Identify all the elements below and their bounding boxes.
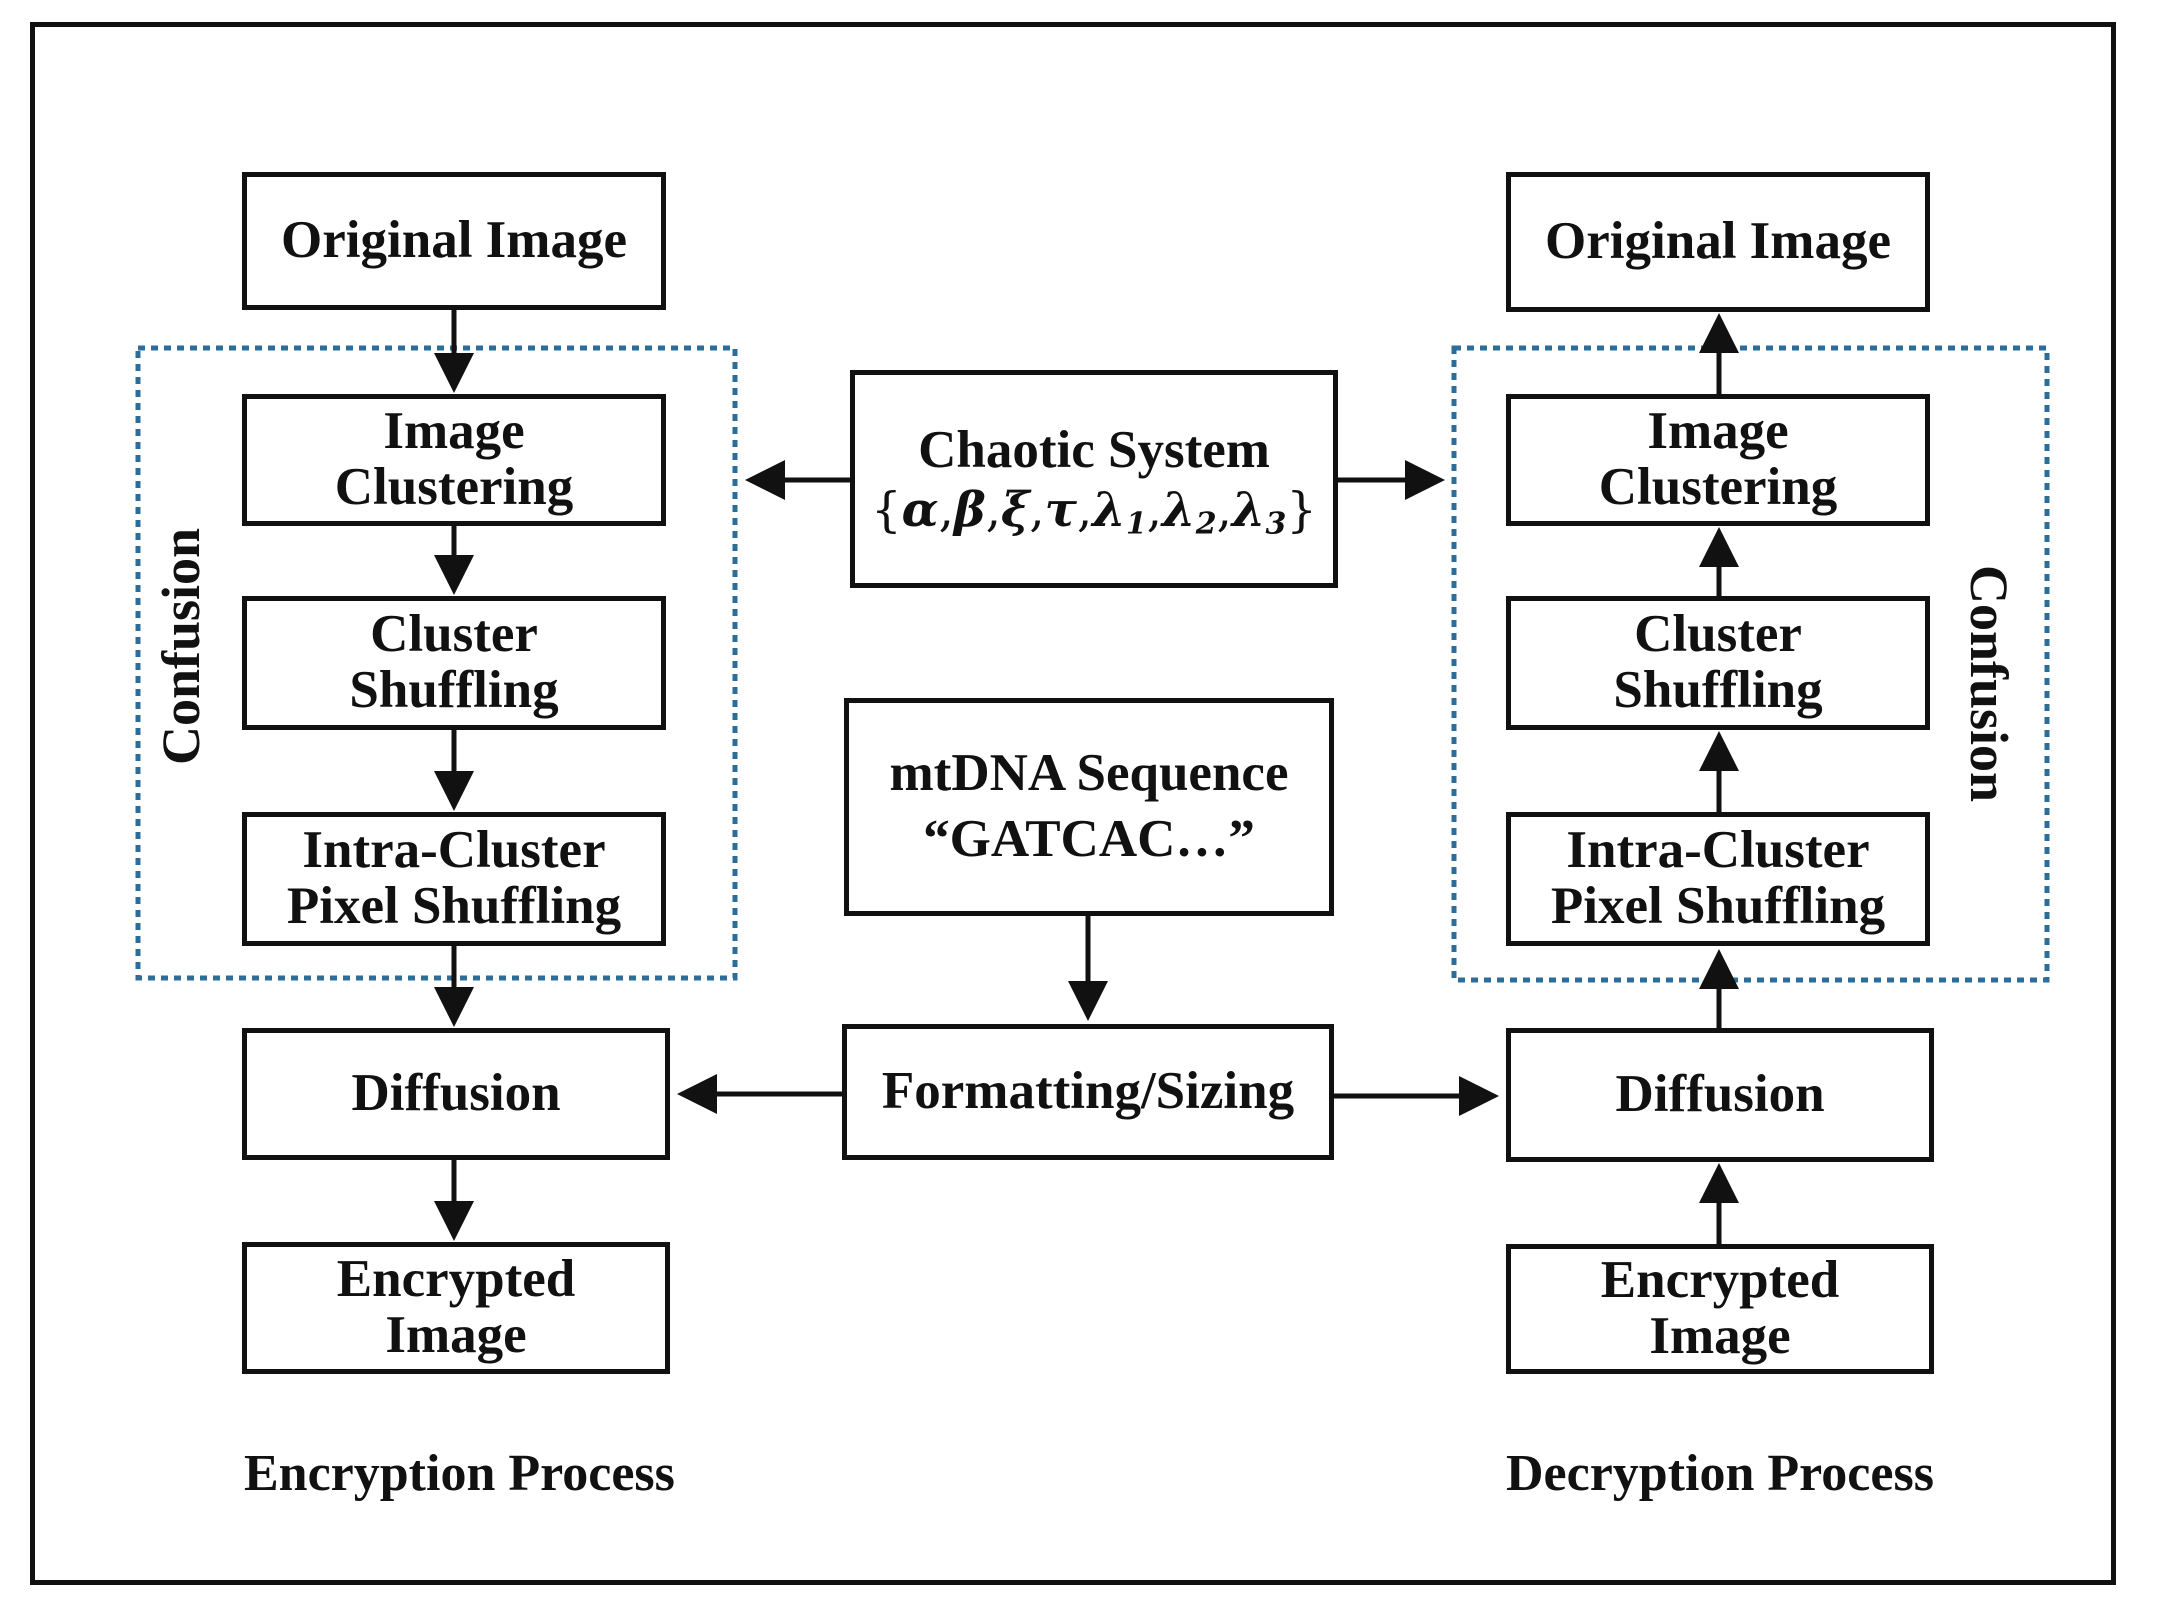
- dec-encrypted-image-line1: Encrypted: [1600, 1251, 1840, 1310]
- dec-original-image-label: Original Image: [1545, 212, 1891, 271]
- enc-encrypted-image-line1: Encrypted: [336, 1250, 576, 1309]
- mtdna-sequence-value: “GATCAC…”: [923, 810, 1255, 868]
- chaotic-system-params: {α,β,ξ,τ,λ1,λ2,λ3}: [871, 481, 1317, 538]
- param-sep-2: ,: [985, 481, 1001, 538]
- dec-diffusion-label: Diffusion: [1615, 1065, 1825, 1124]
- dec-intra-cluster-line2: Pixel Shuffling: [1550, 877, 1886, 935]
- param-sep-1: ,: [938, 481, 954, 538]
- dec-cluster-shuffling-line2: Shuffling: [1613, 661, 1823, 719]
- enc-diffusion-label: Diffusion: [351, 1064, 561, 1123]
- dec-cluster-shuffling-line1: Cluster: [1634, 605, 1802, 664]
- param-sep-4: ,: [1076, 481, 1093, 538]
- enc-image-clustering-box: Image Clustering: [242, 394, 666, 526]
- enc-process-caption: Encryption Process: [244, 1445, 675, 1502]
- param-sep-6: ,: [1216, 481, 1232, 538]
- mtdna-sequence-title: mtDNA Sequence: [889, 744, 1289, 803]
- dec-image-clustering-line2: Clustering: [1598, 458, 1838, 516]
- enc-encrypted-image-box: Encrypted Image: [242, 1242, 670, 1374]
- confusion-group-left: [135, 345, 738, 981]
- param-lambda-2: λ: [1162, 481, 1196, 538]
- enc-image-clustering-line1: Image: [383, 402, 525, 461]
- dec-intra-cluster-line1: Intra-Cluster: [1566, 821, 1870, 880]
- enc-intra-cluster-line2: Pixel Shuffling: [286, 877, 622, 935]
- dec-encrypted-image-box: Encrypted Image: [1506, 1244, 1934, 1374]
- dec-process-caption: Decryption Process: [1506, 1445, 1934, 1502]
- dec-intra-cluster-box: Intra-Cluster Pixel Shuffling: [1506, 812, 1930, 946]
- dec-confusion-label: Confusion: [1959, 565, 2019, 803]
- dec-cluster-shuffling-box: Cluster Shuffling: [1506, 596, 1930, 730]
- param-close-brace: }: [1286, 481, 1317, 538]
- enc-cluster-shuffling-line1: Cluster: [370, 605, 538, 664]
- param-beta: β: [953, 481, 986, 538]
- dec-image-clustering-line1: Image: [1647, 402, 1789, 461]
- param-sep-5: ,: [1146, 481, 1163, 538]
- enc-original-image-label: Original Image: [281, 211, 627, 270]
- enc-diffusion-box: Diffusion: [242, 1028, 670, 1160]
- confusion-group-right: [1451, 345, 2050, 983]
- enc-original-image-box: Original Image: [242, 172, 666, 310]
- enc-confusion-label: Confusion: [151, 527, 211, 765]
- enc-intra-cluster-line1: Intra-Cluster: [302, 821, 606, 880]
- dec-image-clustering-box: Image Clustering: [1506, 394, 1930, 526]
- formatting-sizing-box: Formatting/Sizing: [842, 1024, 1334, 1160]
- dec-encrypted-image-line2: Image: [1649, 1307, 1791, 1365]
- dec-diffusion-box: Diffusion: [1506, 1028, 1934, 1162]
- param-sep-3: ,: [1029, 481, 1045, 538]
- param-lambda-3: λ: [1231, 481, 1266, 538]
- param-sub-2: 2: [1195, 506, 1217, 542]
- param-alpha: α: [901, 481, 939, 538]
- formatting-sizing-label: Formatting/Sizing: [881, 1062, 1295, 1121]
- chaotic-system-box: Chaotic System {α,β,ξ,τ,λ1,λ2,λ3}: [850, 370, 1338, 588]
- param-xi: ξ: [1000, 481, 1030, 538]
- param-sub-1: 1: [1125, 506, 1147, 542]
- enc-image-clustering-line2: Clustering: [334, 458, 574, 516]
- param-lambda-1: λ: [1092, 481, 1126, 538]
- param-sub-3: 3: [1265, 506, 1287, 542]
- enc-cluster-shuffling-line2: Shuffling: [349, 661, 559, 719]
- dec-original-image-box: Original Image: [1506, 172, 1930, 312]
- chaotic-system-title: Chaotic System: [918, 420, 1270, 479]
- enc-intra-cluster-box: Intra-Cluster Pixel Shuffling: [242, 812, 666, 946]
- enc-encrypted-image-line2: Image: [385, 1306, 527, 1364]
- enc-cluster-shuffling-box: Cluster Shuffling: [242, 596, 666, 730]
- param-open-brace: {: [871, 481, 902, 538]
- param-tau: τ: [1044, 481, 1077, 538]
- mtdna-sequence-box: mtDNA Sequence “GATCAC…”: [844, 698, 1334, 916]
